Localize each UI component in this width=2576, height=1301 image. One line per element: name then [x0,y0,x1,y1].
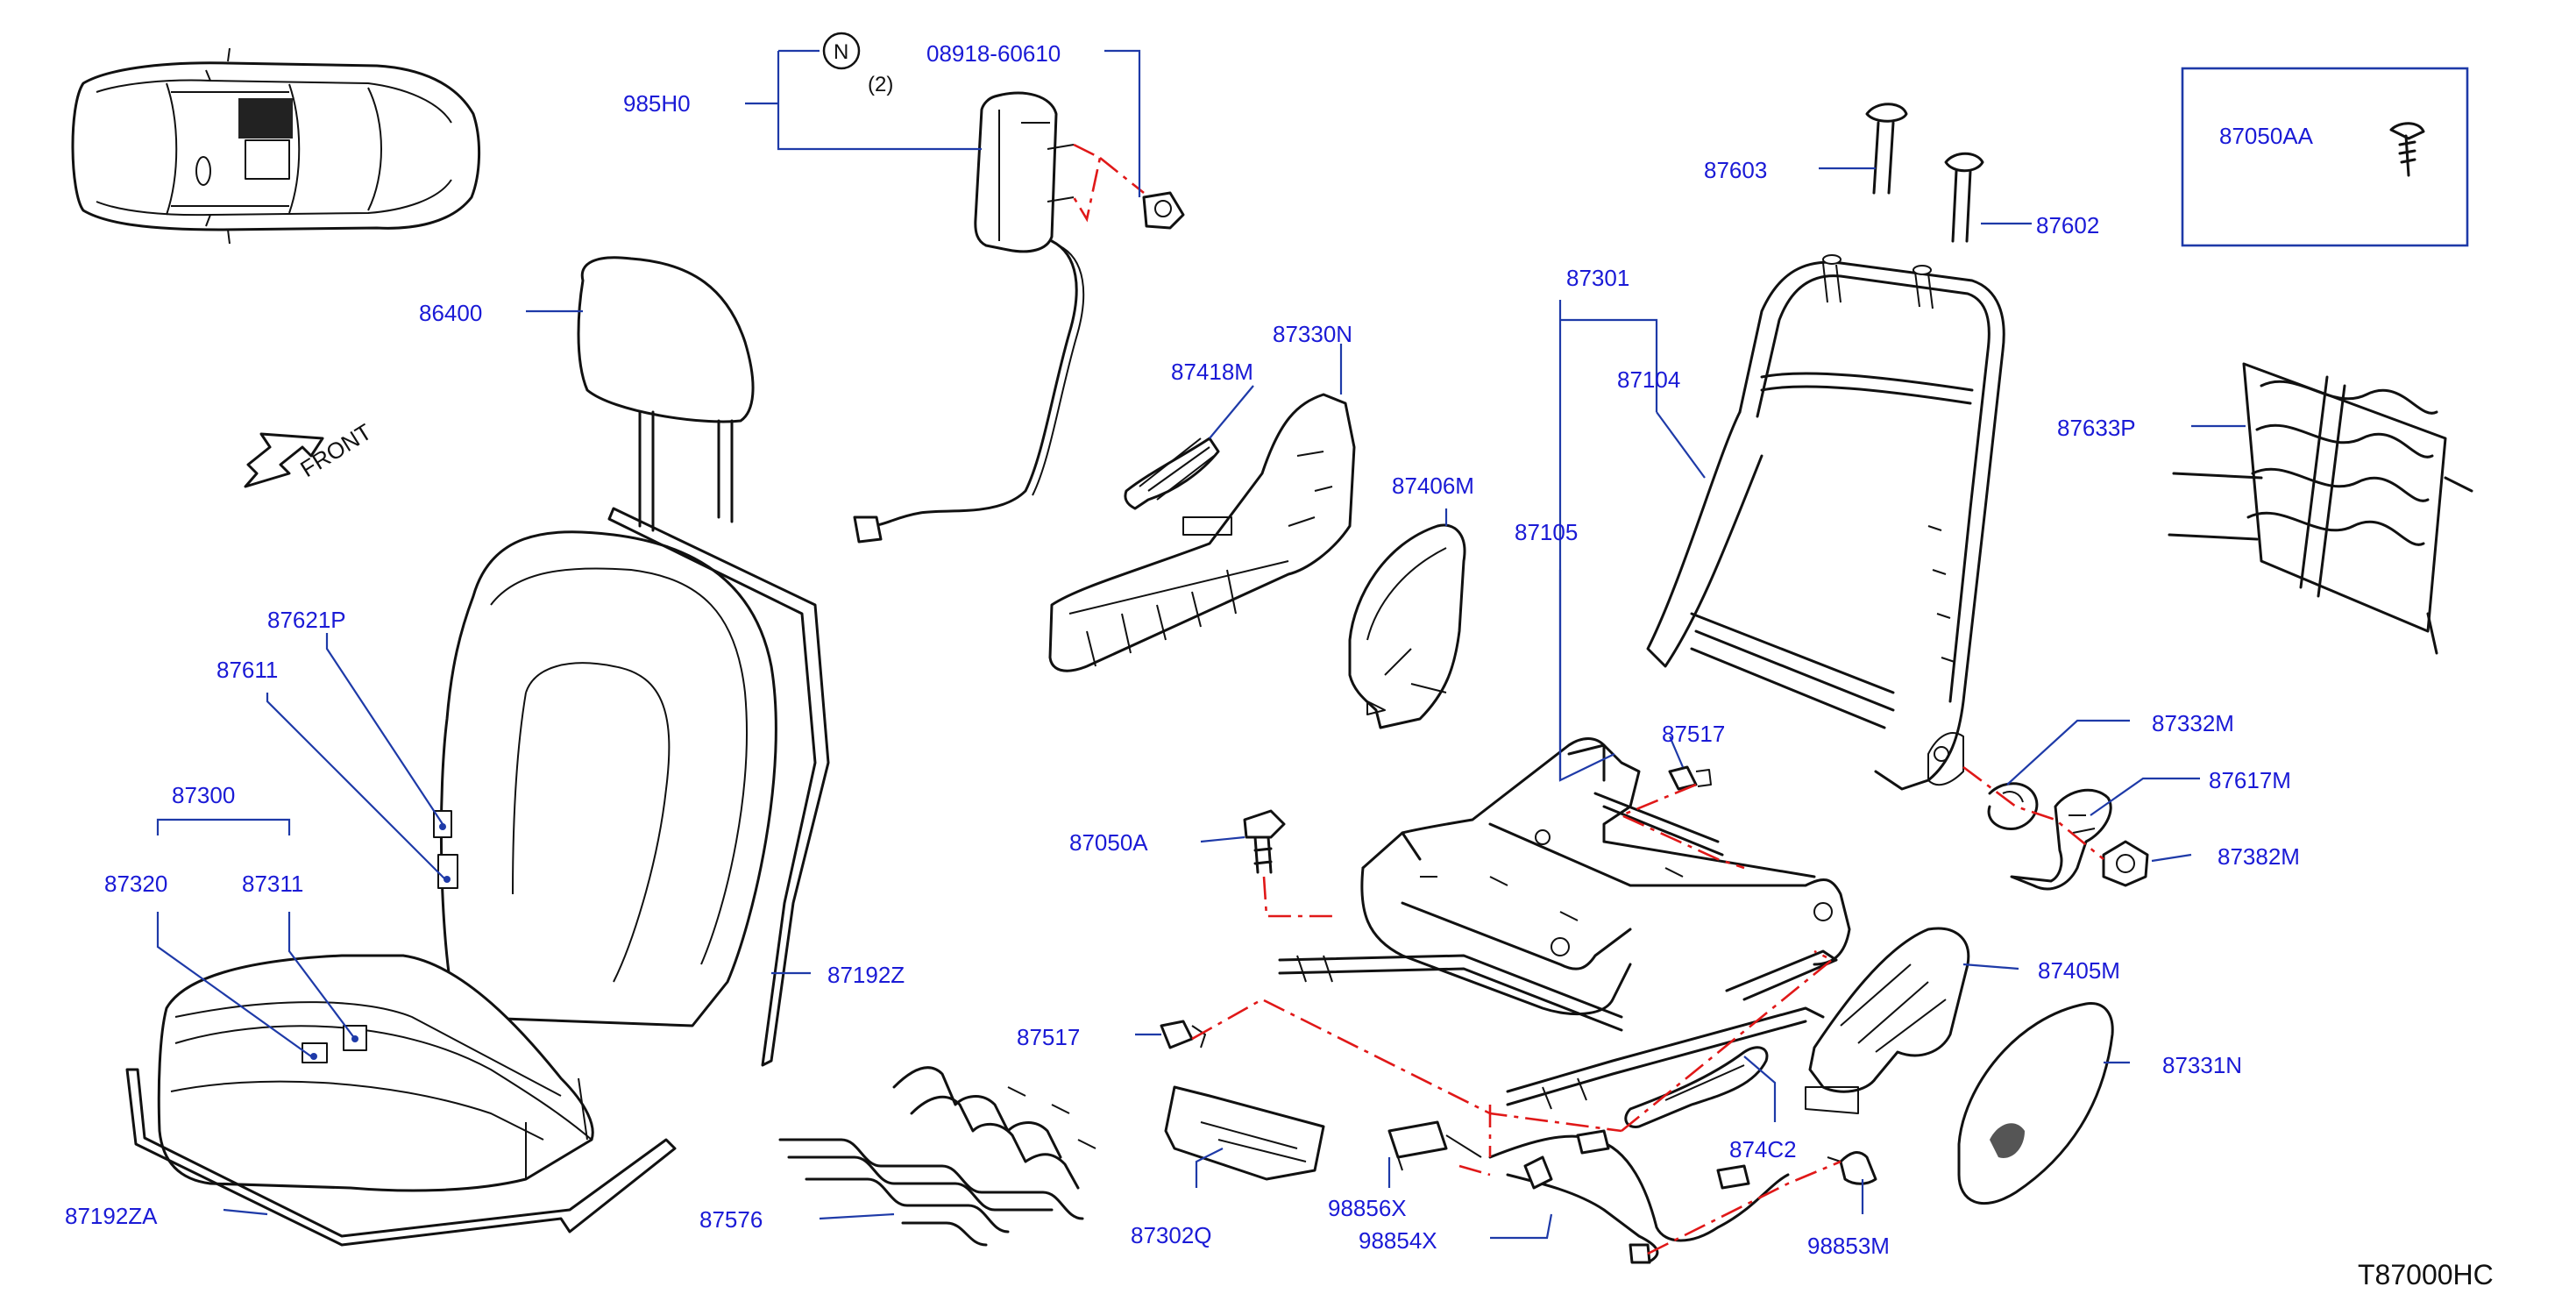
label-87517-lower: 87517 [1017,1024,1080,1050]
label-87050A: 87050A [1069,829,1148,856]
fastener-callout-box [2181,67,2469,247]
label-87320: 87320 [104,871,167,897]
airbag-stud-dashline [1072,143,1145,223]
label-98853M: 98853M [1807,1233,1890,1259]
cushion-spring-part [778,1066,1096,1247]
label-08918-60610: 08918-60610 [926,40,1061,67]
leader-lines [156,49,2246,1240]
label-87617M: 87617M [2209,767,2291,793]
label-98856X: 98856X [1328,1195,1407,1221]
label-87602: 87602 [2036,212,2099,238]
label-87576: 87576 [699,1206,763,1233]
headrest-part [577,256,755,532]
label-87330N: 87330N [1273,321,1352,347]
seat-bolt-part [1243,809,1286,874]
seat-back-frame-part [1646,254,2005,791]
trim-clip-87602-part [1944,152,1984,243]
seat-assembly-part [157,530,777,1192]
recliner-spring-part [1987,782,2039,830]
label-87611: 87611 [216,657,278,683]
assembly-reference-dashlines [1191,765,2104,1255]
seat-side-cover-part [1348,523,1466,729]
label-87517-upper: 87517 [1662,721,1725,747]
note-n-symbol [822,32,861,70]
label-87603: 87603 [1704,157,1767,183]
release-lever-part [1624,1046,1769,1128]
airbag-nut-part [1142,191,1185,230]
label-87405M: 87405M [2038,957,2120,984]
label-87633P: 87633P [2057,415,2136,441]
seatback-back-board-part [1957,1002,2114,1205]
label-86400: 86400 [419,300,482,326]
part-number-labels: 985H0 08918-60610 86400 87621P 87611 873… [65,40,2314,1259]
front-direction-arrow-icon [244,432,324,488]
label-87050AA: 87050AA [2219,123,2314,149]
seat-control-unit-bracket-part [1164,1085,1325,1181]
note-symbol-text: N [834,40,848,64]
label-87192Z: 87192Z [827,962,905,988]
side-airbag-module-part [853,91,1085,544]
label-87311: 87311 [242,871,303,897]
label-87302Q: 87302Q [1131,1222,1212,1248]
label-87300: 87300 [172,782,235,808]
label-87406M: 87406M [1392,473,1474,499]
label-985H0: 985H0 [623,90,691,117]
recliner-cover-part [2010,788,2112,891]
harness-connector-part [1827,1151,1877,1185]
label-87301: 87301 [1566,265,1629,291]
front-label: FRONT [295,418,376,482]
seat-side-finisher-part [1048,393,1356,672]
seat-back-board-part [607,507,830,1067]
trim-clip-87603-part [1865,103,1908,195]
label-87621P: 87621P [267,607,346,633]
vehicle-top-view-icon [71,47,480,245]
seat-harness-part [1488,1129,1790,1264]
label-874C2: 874C2 [1729,1136,1797,1162]
seatback-wire-mat-part [2168,362,2473,655]
label-87418M: 87418M [1171,359,1253,385]
inner-finisher-part [1805,927,1970,1114]
label-87104: 87104 [1617,366,1680,393]
label-87105: 87105 [1515,519,1578,545]
label-87192ZA: 87192ZA [65,1203,158,1229]
screw-87050AA-icon [2389,122,2425,177]
clip-87517-upper-part [1668,765,1712,791]
note-qty-text: (2) [868,73,893,96]
diagram-code: T87000HC [2358,1259,2494,1290]
seat-cushion-board-part [125,1068,677,1247]
label-87331N: 87331N [2162,1052,2242,1078]
recliner-cap-nut-part [2102,840,2149,887]
label-87382M: 87382M [2218,843,2300,870]
recliner-lever-part [1124,437,1220,510]
sensor-module-part [1387,1120,1482,1171]
label-87332M: 87332M [2152,710,2234,736]
label-98854X: 98854X [1359,1227,1437,1254]
